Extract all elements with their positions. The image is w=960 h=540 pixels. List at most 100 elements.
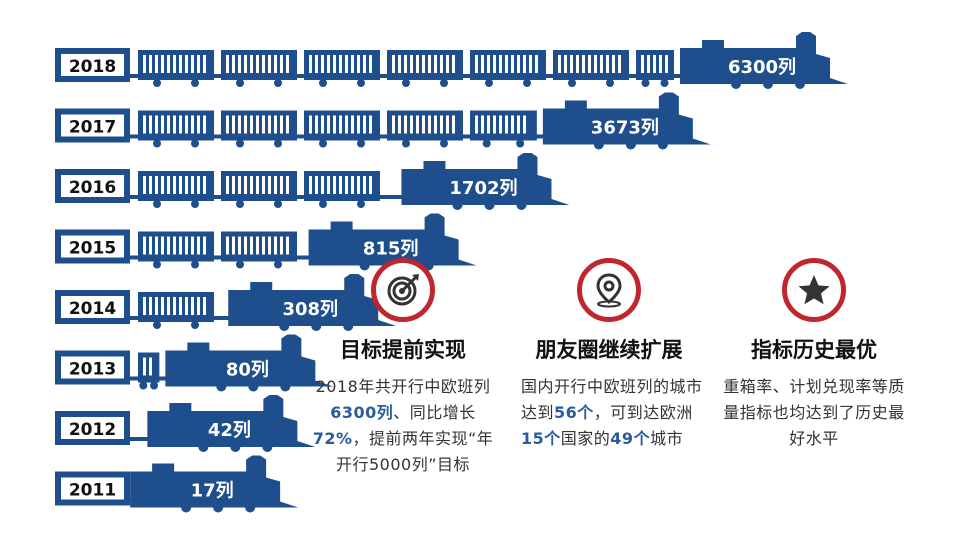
wagon-slot — [167, 55, 170, 73]
wheel — [248, 381, 259, 392]
wagon-slot — [280, 236, 283, 255]
wagon-slot — [475, 55, 478, 73]
wheel — [274, 139, 282, 148]
wagon-slot — [149, 236, 152, 255]
wagon-slot — [173, 236, 176, 255]
wagon-slot — [191, 115, 194, 134]
wagon-slot — [339, 115, 342, 134]
wagon-slot — [280, 176, 283, 194]
wagon-slot — [173, 115, 176, 134]
card-badge — [371, 258, 435, 322]
wagon-slot — [143, 357, 146, 376]
wagon-slot — [422, 115, 425, 134]
wagon-slot — [173, 55, 176, 73]
wagon-slot — [428, 55, 431, 73]
wagon-slot — [333, 176, 336, 194]
wagon-slot — [357, 115, 360, 134]
wheel — [236, 79, 244, 87]
wagon-slot — [256, 115, 259, 134]
wheel — [245, 502, 256, 513]
wagon-slot — [244, 236, 247, 255]
wheel — [641, 79, 650, 87]
wheel — [191, 139, 199, 148]
wagon-slot — [363, 176, 366, 194]
wagon-slot — [274, 176, 277, 194]
wagon-slot — [155, 236, 158, 255]
wagon-slot — [351, 55, 354, 73]
wagon-slot — [404, 115, 407, 134]
wagon-slot — [203, 55, 206, 73]
wagon-slot — [149, 115, 152, 134]
wagon-slot — [238, 55, 241, 73]
wagon-slot — [327, 55, 330, 73]
highlight-figure: 56个 — [554, 403, 594, 422]
wagon-slot — [475, 115, 478, 134]
wheel — [153, 321, 161, 329]
wagon-slot — [369, 176, 372, 194]
wagon-slot — [286, 115, 289, 134]
card-body: 国内开行中欧班列的城市达到56个，可到达欧洲15个国家的49个城市 — [509, 374, 709, 452]
wagon-slot — [321, 115, 324, 134]
wagon-slot — [179, 236, 182, 255]
wagon-slot — [499, 115, 502, 134]
wheel — [440, 79, 448, 87]
wagon-slot — [653, 55, 656, 73]
year-label: 2017 — [69, 118, 116, 138]
wagon-slot — [167, 176, 170, 194]
wagon-slot — [250, 236, 253, 255]
wagon-slot — [564, 55, 567, 73]
body-text: 重箱率、计划兑现率等质量指标也均达到了历史最好水平 — [723, 377, 905, 448]
wagon-slot — [392, 55, 395, 73]
card-quality: 指标历史最优 重箱率、计划兑现率等质量指标也均达到了历史最好水平 — [714, 258, 914, 452]
wagon-slot — [250, 55, 253, 73]
wagon-slot — [363, 115, 366, 134]
wheel — [568, 79, 576, 87]
locomotive — [680, 32, 848, 84]
wagon-slot — [179, 176, 182, 194]
wagon-slot — [345, 115, 348, 134]
wagon-slot — [576, 55, 579, 73]
wagon-slot — [481, 115, 484, 134]
wagon-slot — [434, 115, 437, 134]
wagon-slot — [274, 236, 277, 255]
wagon-slot — [452, 55, 455, 73]
locomotive — [130, 455, 299, 508]
year-label: 2018 — [69, 57, 116, 77]
wagon-slot — [155, 115, 158, 134]
year-label: 2012 — [69, 420, 116, 440]
wagon-slot — [191, 297, 194, 315]
wagon-slot — [155, 297, 158, 315]
wagon-slot — [315, 115, 318, 134]
wagon-slot — [274, 55, 277, 73]
wheel — [660, 79, 669, 87]
wagon-slot — [238, 115, 241, 134]
wagon-slot — [523, 115, 526, 134]
wagon-slot — [333, 55, 336, 73]
wagon-slot — [256, 176, 259, 194]
wagon-slot — [256, 236, 259, 255]
wagon-slot — [280, 55, 283, 73]
wheel — [236, 260, 244, 269]
wheel — [484, 200, 495, 210]
value-label: 308列 — [282, 299, 338, 320]
wheel — [357, 79, 365, 87]
wagon-slot — [173, 297, 176, 315]
highlight-figure: 15个 — [521, 429, 561, 448]
wheel — [274, 200, 282, 208]
wheel — [216, 381, 227, 392]
wagon-slot — [149, 297, 152, 315]
body-text: ，提前两年实现“年开行5000列”目标 — [335, 429, 494, 474]
wagon-slot — [185, 55, 188, 73]
wheel — [657, 139, 668, 150]
card-badge — [782, 258, 846, 322]
wagon-slot — [226, 115, 229, 134]
value-label: 80列 — [226, 360, 269, 381]
wheel — [731, 79, 741, 89]
wagon-slot — [250, 115, 253, 134]
wagon-slot — [600, 55, 603, 73]
wagon-slot — [345, 176, 348, 194]
wagon-slot — [618, 55, 621, 73]
wheel — [153, 200, 161, 208]
